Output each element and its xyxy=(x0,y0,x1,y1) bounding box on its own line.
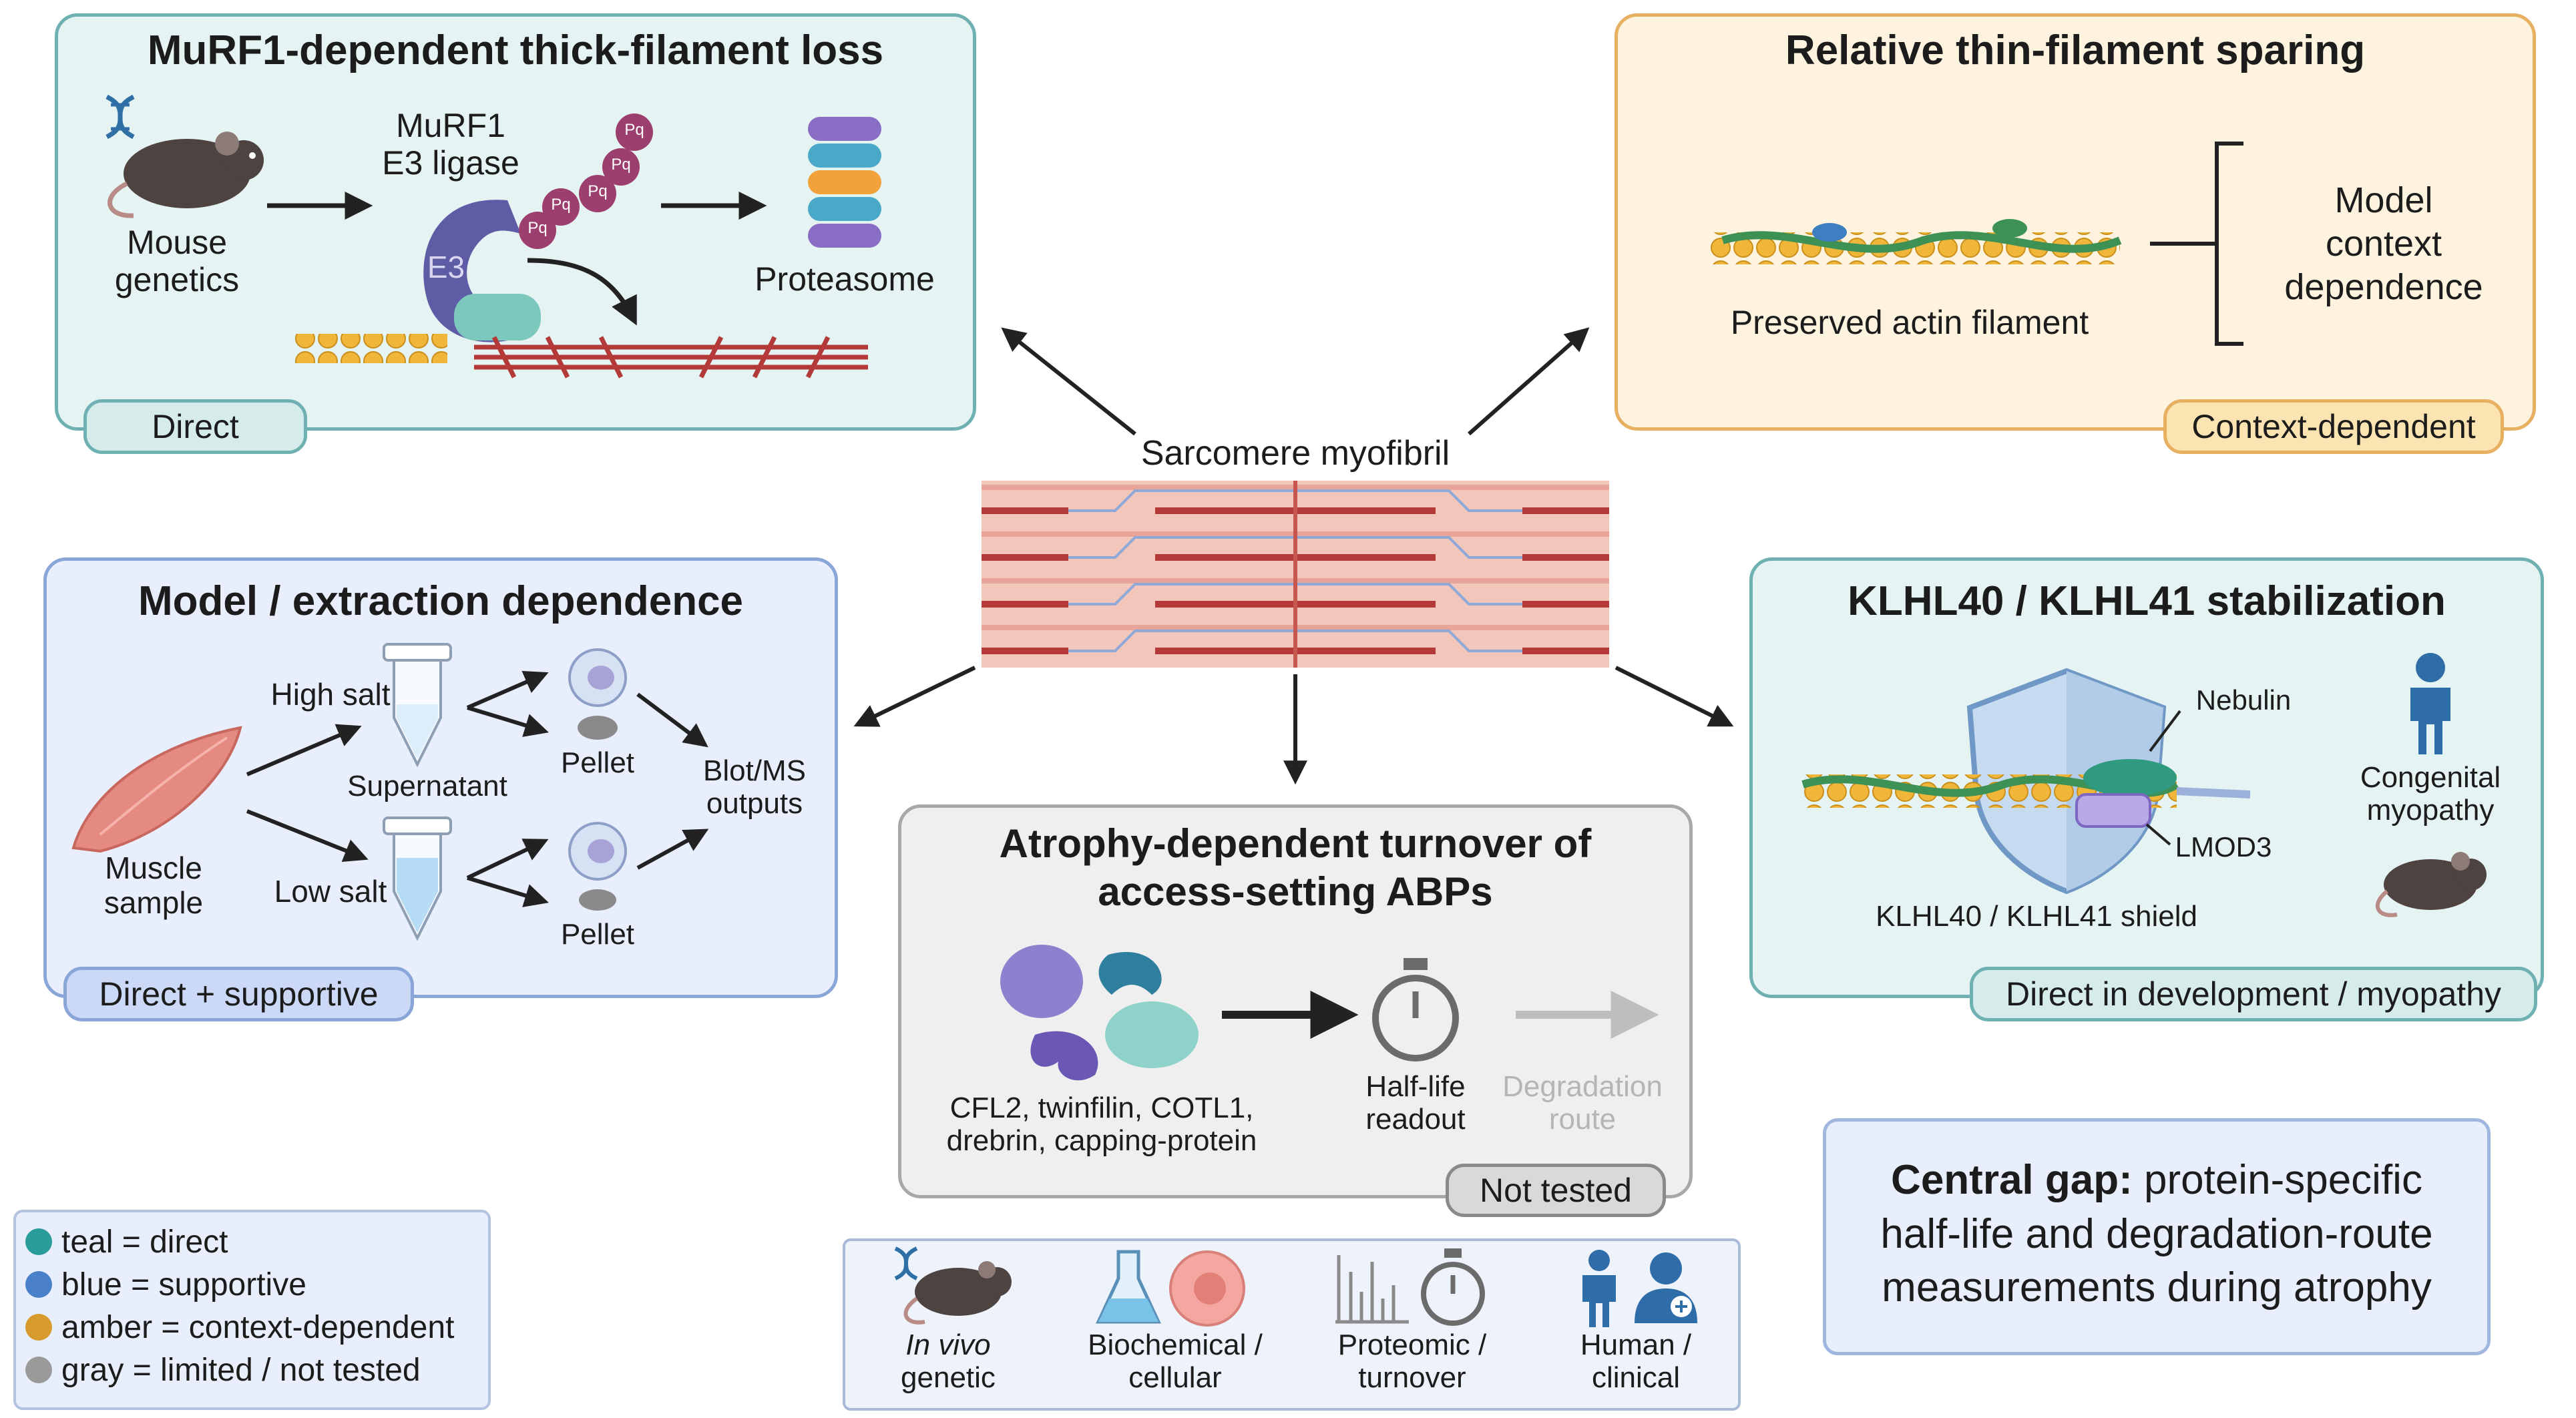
central-gap-body: protein-specific half-life and degradati… xyxy=(1880,1157,2433,1311)
legend-label: amber = context-dependent xyxy=(61,1309,455,1345)
pellet-bottom-label: Pellet xyxy=(560,918,635,951)
tube-icon-top xyxy=(383,643,452,768)
human-clinical-label: Human / clinical xyxy=(1580,1329,1692,1395)
stopwatch-icon xyxy=(1372,958,1459,1061)
cell-icon-evidence xyxy=(1169,1250,1245,1327)
pq-label-3: Pq xyxy=(588,182,608,200)
legend-swatch xyxy=(25,1357,52,1383)
pellet-top-label: Pellet xyxy=(560,746,635,779)
legend-item: amber = context-dependent xyxy=(25,1306,454,1349)
pq-label-1: Pq xyxy=(624,121,644,139)
high-salt-label: High salt xyxy=(270,677,391,712)
stopwatch-icon-small xyxy=(1421,1248,1485,1326)
congenital-myopathy-label: Congenital myopathy xyxy=(2360,761,2501,827)
atrophy-panel-title: Atrophy-dependent turnover of access-set… xyxy=(999,821,1592,914)
muscle-icon xyxy=(71,726,242,853)
central-gap-bold: Central gap: xyxy=(1891,1157,2133,1203)
cell-icon-bottom xyxy=(568,822,627,911)
extraction-panel-title: Model / extraction dependence xyxy=(138,578,744,624)
mouse-genetics-label: Mouse genetics xyxy=(114,224,240,298)
mouse-icon xyxy=(108,132,264,218)
e3-ligase-icon xyxy=(423,200,541,342)
pq-label-5: Pq xyxy=(527,219,548,237)
ubiquitin-chain-icon xyxy=(519,113,653,249)
klhl-shield-label: KLHL40 / KLHL41 shield xyxy=(1876,900,2197,933)
klhl-panel-title: KLHL40 / KLHL41 stabilization xyxy=(1848,578,2446,624)
legend-item: blue = supportive xyxy=(25,1263,454,1306)
e3-label: E3 xyxy=(427,250,465,284)
in-vivo-italic: In vivo xyxy=(905,1329,991,1361)
pq-label-2: Pq xyxy=(611,156,631,174)
extraction-evidence-tag: Direct + supportive xyxy=(63,967,414,1021)
muscle-sample-label: Muscle sample xyxy=(103,851,204,920)
degradation-route-label: Degradation route xyxy=(1502,1070,1663,1136)
low-salt-label: Low salt xyxy=(274,874,387,909)
thin-filament-panel-title: Relative thin-filament sparing xyxy=(1785,27,2366,73)
nebulin-label: Nebulin xyxy=(2195,684,2292,716)
legend-label: gray = limited / not tested xyxy=(61,1352,421,1388)
bracket-connector xyxy=(2150,142,2243,346)
tube-icon-bottom xyxy=(383,816,452,941)
model-context-dependence-label: Model context dependence xyxy=(2284,180,2483,307)
klhl-filament-icon xyxy=(1801,759,2251,828)
proteasome-icon xyxy=(808,117,881,248)
half-life-readout-label: Half-life readout xyxy=(1365,1070,1466,1136)
central-gap-text: Central gap: protein-specific half-life … xyxy=(1823,1154,2491,1315)
clinician-icon xyxy=(1635,1252,1697,1323)
legend-list: teal = direct blue = supportive amber = co… xyxy=(25,1220,454,1391)
preserved-actin-label: Preserved actin filament xyxy=(1730,304,2089,341)
legend-label: blue = supportive xyxy=(61,1266,306,1303)
murf1-evidence-tag: Direct xyxy=(83,399,307,454)
legend-swatch xyxy=(25,1228,52,1255)
person-icon-evidence xyxy=(1582,1250,1616,1327)
thick-filament-icon xyxy=(294,334,868,379)
person-icon xyxy=(2410,653,2450,754)
murf1-ligase-label: MuRF1 E3 ligase xyxy=(382,107,519,182)
klhl-evidence-tag: Direct in development / myopathy xyxy=(1970,967,2537,1021)
sarcomere-myofibril-label: Sarcomere myofibril xyxy=(1140,434,1450,473)
atrophy-evidence-tag: Not tested xyxy=(1446,1164,1666,1217)
lmod3-label: LMOD3 xyxy=(2175,831,2272,863)
abp-proteins-label: CFL2, twinfilin, COTL1, drebrin, capping… xyxy=(946,1092,1257,1158)
abp-proteins-icon xyxy=(1000,945,1199,1081)
thin-filament-evidence-tag: Context-dependent xyxy=(2163,399,2504,454)
proteasome-label: Proteasome xyxy=(755,260,935,298)
spectrum-icon xyxy=(1335,1255,1409,1324)
proteomic-turnover-label: Proteomic / turnover xyxy=(1337,1329,1487,1395)
legend-label: teal = direct xyxy=(61,1224,228,1260)
sarcomere-myofibril-icon xyxy=(982,481,1609,668)
legend-item: teal = direct xyxy=(25,1220,454,1263)
central-gap-box xyxy=(1823,1118,2491,1355)
genetic-text: genetic xyxy=(901,1361,996,1395)
thin-filament-panel xyxy=(1615,13,2536,431)
actin-filament-icon xyxy=(1709,219,2122,264)
mouse-icon-evidence xyxy=(903,1261,1012,1325)
biochemical-cellular-label: Biochemical / cellular xyxy=(1088,1329,1263,1395)
murf1-panel-title: MuRF1-dependent thick-filament loss xyxy=(147,27,884,73)
supernatant-label: Supernatant xyxy=(347,770,507,802)
legend-box xyxy=(13,1210,491,1410)
legend-item: gray = limited / not tested xyxy=(25,1349,454,1391)
dna-icon xyxy=(105,94,135,140)
mouse-icon-small xyxy=(2375,852,2487,917)
legend-swatch xyxy=(25,1271,52,1298)
blot-ms-outputs-label: Blot/MS outputs xyxy=(702,754,807,820)
cell-icon-top xyxy=(568,648,627,740)
legend-swatch xyxy=(25,1314,52,1341)
dna-icon-small xyxy=(894,1246,918,1280)
flask-icon xyxy=(1096,1250,1161,1324)
pq-label-4: Pq xyxy=(551,196,571,214)
